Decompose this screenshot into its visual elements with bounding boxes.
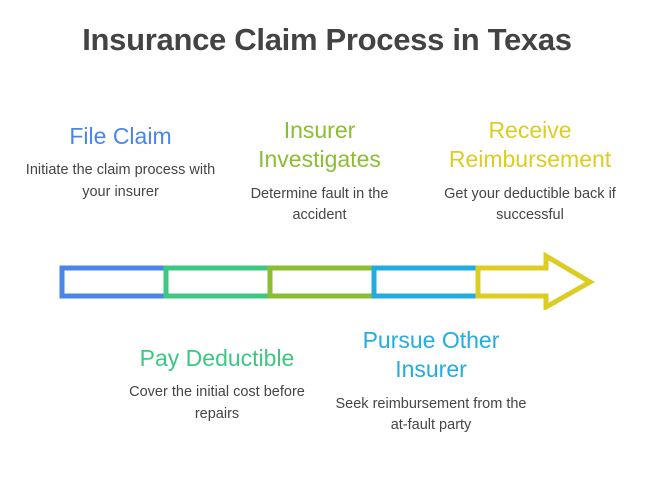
- arrow-segment-5-head: [475, 252, 595, 310]
- arrow-segment-1: [59, 265, 169, 299]
- arrow-segment-2: [163, 265, 273, 299]
- step-heading-pursue-other-insurer: Pursue Other Insurer: [362, 327, 500, 383]
- step-description-receive-reimbursement: Get your deductible back if successful: [444, 185, 616, 224]
- step-heading-file-claim: File Claim: [69, 123, 172, 149]
- arrow-segment-3: [267, 265, 377, 299]
- page-title: Insurance Claim Process in Texas: [82, 22, 572, 57]
- step-block-receive-reimbursement: Receive Reimbursement Get your deductibl…: [418, 116, 642, 227]
- step-description-pursue-other-insurer: Seek reimbursement from the at-fault par…: [335, 395, 527, 434]
- step-block-pursue-other-insurer: Pursue Other Insurer Seek reimbursement …: [330, 326, 532, 437]
- step-block-insurer-investigates: Insurer Investigates Determine fault in …: [227, 116, 412, 227]
- step-block-pay-deductible: Pay Deductible Cover the initial cost be…: [122, 344, 312, 425]
- step-heading-pay-deductible: Pay Deductible: [139, 345, 295, 371]
- step-description-file-claim: Initiate the claim process with your ins…: [25, 162, 216, 200]
- process-arrow: [50, 252, 610, 310]
- step-heading-receive-reimbursement: Receive Reimbursement: [448, 117, 612, 173]
- step-heading-insurer-investigates: Insurer Investigates: [258, 117, 381, 173]
- step-description-pay-deductible: Cover the initial cost before repairs: [129, 384, 305, 422]
- step-description-insurer-investigates: Determine fault in the accident: [250, 185, 389, 224]
- arrow-segment-4: [371, 265, 481, 299]
- step-block-file-claim: File Claim Initiate the claim process wi…: [18, 122, 223, 203]
